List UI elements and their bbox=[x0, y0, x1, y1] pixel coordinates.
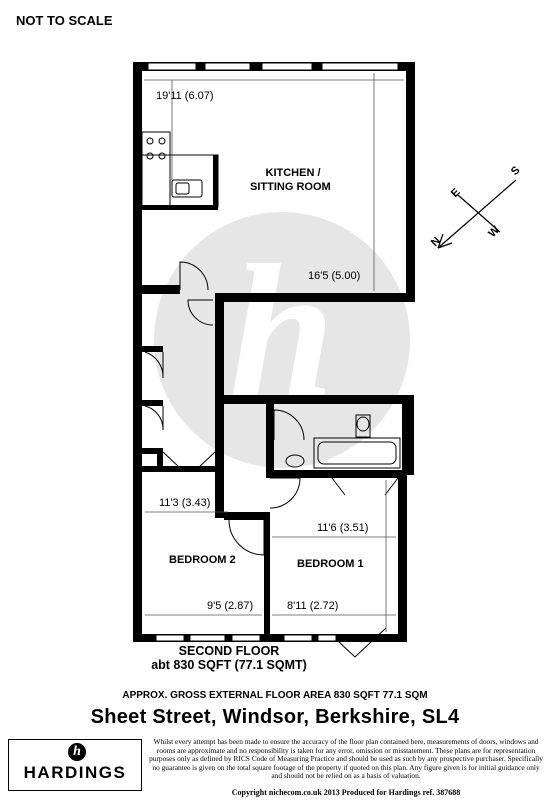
kitchen-label-line2: SITTING ROOM bbox=[250, 181, 331, 193]
watermark-logo: h bbox=[154, 212, 410, 468]
compass-icon bbox=[437, 179, 517, 249]
windows bbox=[147, 62, 399, 642]
disclaimer-text: Whilst every attempt has been made to en… bbox=[149, 737, 543, 781]
bedroom1-depth-dimension: 11'6 (3.51) bbox=[317, 522, 369, 534]
floor-summary: SECOND FLOOR abt 830 SQFT (77.1 SQMT) bbox=[110, 644, 348, 672]
doors bbox=[144, 261, 399, 658]
kitchen-depth-dimension: 16'5 (5.00) bbox=[308, 270, 361, 282]
floor-area: abt 830 SQFT (77.1 SQMT) bbox=[151, 658, 307, 672]
floor-name: SECOND FLOOR bbox=[178, 644, 280, 658]
agent-name: HARDINGS bbox=[23, 763, 127, 782]
gross-area-note: APPROX. GROSS EXTERNAL FLOOR AREA 830 SQ… bbox=[122, 690, 428, 701]
bedroom2-width-dimension: 9'5 (2.87) bbox=[207, 600, 254, 612]
floor-plan-drawing: h bbox=[133, 62, 517, 658]
svg-text:h: h bbox=[229, 227, 335, 437]
agent-logo-box: h HARDINGS bbox=[8, 739, 142, 791]
bathroom-fittings bbox=[285, 414, 401, 469]
kitchen-width-dimension: 19'11 (6.07) bbox=[156, 90, 214, 102]
dimension-lines bbox=[144, 73, 404, 632]
not-to-scale-note: NOT TO SCALE bbox=[16, 13, 113, 28]
agent-logo-icon: h bbox=[68, 743, 86, 761]
property-address: Sheet Street, Windsor, Berkshire, SL4 bbox=[90, 706, 460, 728]
bedroom2-depth-dimension: 11'3 (3.43) bbox=[159, 497, 211, 509]
kitchen-units bbox=[141, 131, 219, 208]
kitchen-label-line1: KITCHEN / bbox=[265, 167, 321, 179]
bedroom2-label: BEDROOM 2 bbox=[169, 554, 236, 566]
bedroom1-label: BEDROOM 1 bbox=[297, 558, 364, 570]
copyright-line: Copyright nichecom.co.uk 2013 Produced f… bbox=[231, 788, 461, 797]
bedroom1-width-dimension: 8'11 (2.72) bbox=[287, 600, 339, 612]
